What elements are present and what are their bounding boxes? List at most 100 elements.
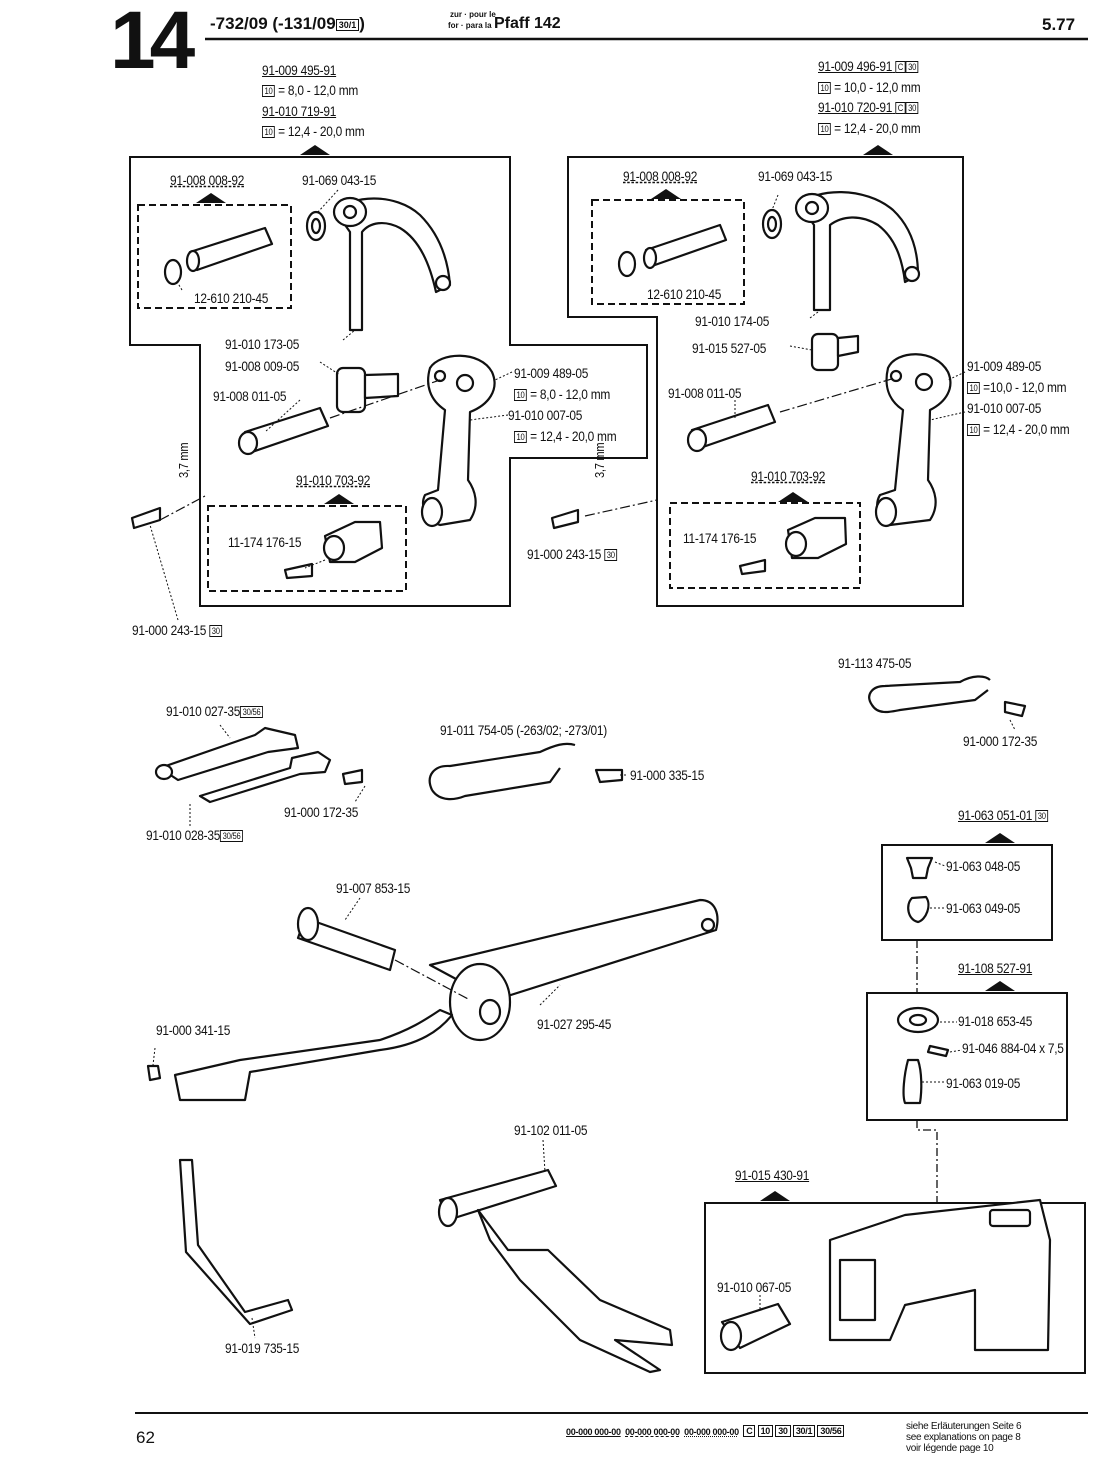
left-link-b-box: 10 bbox=[514, 431, 528, 443]
model-codes-text: -732/09 (-131/09 bbox=[210, 14, 336, 33]
left-subkit-frame bbox=[137, 204, 292, 309]
right-link-a-box: 10 bbox=[967, 382, 981, 394]
right-screw bbox=[550, 508, 580, 530]
right-set-b-box2: 30 bbox=[905, 102, 919, 114]
oiler-kit-box: 30 bbox=[1035, 810, 1049, 822]
left-set-a-box: 10 bbox=[262, 85, 276, 97]
right-link-a: 91-009 489-05 bbox=[967, 358, 1042, 374]
oiler-cap bbox=[905, 856, 934, 880]
right-clamp-screw bbox=[738, 558, 767, 576]
right-set-a-box1: C bbox=[895, 61, 906, 73]
shaft-pin-label: 91-007 853-15 bbox=[336, 880, 411, 896]
footer-legend: 00-000 000-00 00-000 000-00 00-000 000-0… bbox=[566, 1424, 845, 1440]
left-set-triangle bbox=[300, 145, 330, 155]
left-subkit-triangle bbox=[196, 193, 226, 203]
section-number: 14 bbox=[110, 0, 195, 86]
left-clamp-label: 11-174 176-15 bbox=[228, 534, 302, 550]
housing-kit-triangle bbox=[760, 1191, 790, 1201]
right-clampkit-label: 91-010 703-92 bbox=[751, 468, 826, 484]
left-screw-box: 30 bbox=[209, 625, 223, 637]
right-set-b-range-text: = 12,4 - 20,0 mm bbox=[834, 120, 921, 136]
left-pin bbox=[188, 226, 274, 272]
note-en: see explanations on page 8 bbox=[906, 1432, 1021, 1443]
note-fr: voir légende page 10 bbox=[906, 1443, 994, 1454]
left-clamp-screw bbox=[283, 562, 314, 580]
oiler-cap-label: 91-063 048-05 bbox=[946, 858, 1021, 874]
legend-1: 00-000 000-00 bbox=[566, 1427, 621, 1437]
housing-frame bbox=[704, 1202, 1086, 1374]
right-link-a-range-text: =10,0 - 12,0 mm bbox=[983, 379, 1067, 395]
left-set-a-range-text: = 8,0 - 12,0 mm bbox=[278, 82, 359, 98]
left-bushing bbox=[335, 366, 367, 414]
oiler-kit-frame bbox=[881, 844, 1053, 941]
left-link-a-range-text: = 8,0 - 12,0 mm bbox=[530, 386, 611, 402]
set-screw-label: 91-000 341-15 bbox=[156, 1022, 231, 1038]
screw-r bbox=[1003, 700, 1027, 718]
right-crank bbox=[798, 191, 920, 312]
fork-label: 91-102 011-05 bbox=[514, 1122, 588, 1138]
left-screw-label: 91-000 243-15 30 bbox=[132, 622, 223, 638]
legend-2: 00-000 000-00 bbox=[625, 1427, 680, 1437]
spring-a bbox=[158, 726, 300, 782]
right-link-b-range: 10 = 12,4 - 20,0 mm bbox=[967, 421, 1070, 437]
left-set-b-range: 10 = 12,4 - 20,0 mm bbox=[262, 123, 365, 139]
oiler-kit2-label: 91-108 527-91 bbox=[958, 960, 1033, 976]
oiler-pin-label: 91-046 884-04 x 7,5 bbox=[962, 1040, 1064, 1056]
left-pin-label: 91-008 011-05 bbox=[213, 388, 287, 404]
left-set-a-range: 10 = 8,0 - 12,0 mm bbox=[262, 82, 358, 98]
left-clip-label: 12-610 210-45 bbox=[194, 290, 269, 306]
right-clip bbox=[617, 250, 637, 278]
left-clampkit-label: 91-010 703-92 bbox=[296, 472, 371, 488]
legend-box-10: 10 bbox=[757, 1425, 774, 1437]
right-set-b-text: 91-010 720-91 bbox=[818, 99, 893, 115]
model-codes-box: 30/1 bbox=[335, 19, 360, 31]
legend-box-30-1: 30/1 bbox=[792, 1425, 816, 1437]
right-set-b-box3: 10 bbox=[818, 123, 832, 135]
right-set-a-text: 91-009 496-91 bbox=[818, 58, 893, 74]
right-subkit-frame bbox=[591, 199, 745, 305]
right-pin bbox=[644, 223, 728, 268]
right-subkit-label: 91-008 008-92 bbox=[623, 168, 698, 184]
housing bbox=[828, 1198, 1052, 1352]
rod bbox=[178, 1158, 294, 1326]
issue-date: 5.77 bbox=[1042, 15, 1076, 34]
left-set-b: 91-010 719-91 bbox=[262, 103, 337, 119]
right-pin-label: 91-008 011-05 bbox=[668, 385, 742, 401]
right-link bbox=[876, 353, 952, 527]
right-set-b-box1: C bbox=[895, 102, 906, 114]
screw-a-label: 91-000 172-35 bbox=[284, 804, 359, 820]
left-ring-label: 91-069 043-15 bbox=[302, 172, 377, 188]
legend-box-c: C bbox=[743, 1425, 756, 1437]
oiler-cup-label: 91-018 653-45 bbox=[958, 1013, 1033, 1029]
screw-b bbox=[594, 768, 624, 784]
right-clamp-label: 11-174 176-15 bbox=[683, 530, 757, 546]
right-bushing bbox=[810, 332, 840, 372]
legend-3: 00-000 000-00 bbox=[684, 1427, 739, 1437]
wire-r-label: 91-113 475-05 bbox=[838, 655, 912, 671]
wire-label: 91-011 754-05 (-263/02; -273/01) bbox=[440, 722, 607, 738]
oiler-kit2-frame bbox=[866, 992, 1068, 1121]
right-ring-label: 91-069 043-15 bbox=[758, 168, 833, 184]
right-screw-text: 91-000 243-15 bbox=[527, 546, 602, 562]
right-assembly-frame bbox=[567, 156, 964, 607]
left-crank-label: 91-010 173-05 bbox=[225, 336, 300, 352]
rod-label: 91-019 735-15 bbox=[225, 1340, 300, 1356]
page-number: 62 bbox=[136, 1428, 155, 1447]
spring-b-text: 91-010 028-35 bbox=[146, 827, 221, 843]
left-link bbox=[422, 354, 496, 527]
left-set-a: 91-009 495-91 bbox=[262, 62, 337, 78]
right-set-a-box3: 10 bbox=[818, 82, 832, 94]
right-link-b: 91-010 007-05 bbox=[967, 400, 1042, 416]
left-assembly-frame bbox=[129, 156, 648, 607]
right-crank-label: 91-010 174-05 bbox=[695, 313, 770, 329]
oiler-kit-text: 91-063 051-01 bbox=[958, 807, 1033, 823]
right-clip-label: 12-610 210-45 bbox=[647, 286, 722, 302]
arm-lever bbox=[173, 1008, 454, 1102]
left-link-b-range-text: = 12,4 - 20,0 mm bbox=[530, 428, 617, 444]
right-screw-box: 30 bbox=[604, 549, 618, 561]
